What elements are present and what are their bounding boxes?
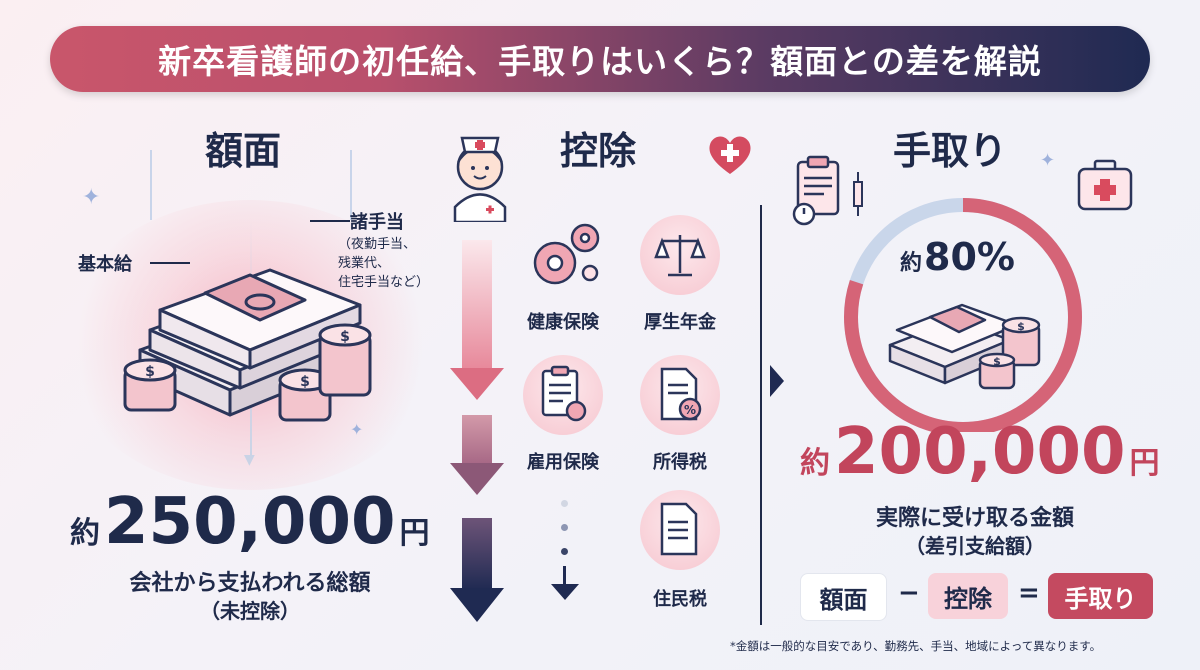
gross-caption: 会社から支払われる総額 — [129, 571, 371, 596]
leader-line — [310, 220, 350, 222]
flow-arrow-head — [450, 368, 504, 400]
net-heading: 手取り — [893, 129, 1008, 173]
net-ratio-ring — [844, 198, 1082, 432]
svg-text:$: $ — [993, 355, 1001, 368]
down-arrow-icon — [551, 584, 579, 600]
flow-arrow-head — [450, 588, 504, 622]
svg-text:%: % — [684, 403, 696, 417]
footnote: *金額は一般的な目安であり、勤務先、手当、地域によって異なります。 — [730, 639, 1102, 653]
equation-gross: 額面 — [800, 573, 887, 621]
svg-text:$: $ — [145, 364, 155, 380]
section-divider — [760, 205, 762, 625]
arrow-shaft — [563, 566, 566, 588]
flow-arrow-head — [450, 463, 504, 495]
medical-kit-icon — [1077, 159, 1133, 211]
sparkle-icon: ✦ — [82, 185, 101, 210]
flow-arrow-shaft — [462, 415, 492, 465]
decor-line — [350, 150, 352, 220]
gears-icon — [533, 223, 600, 285]
deduction-item-employment: 雇用保険 — [527, 452, 599, 473]
net-caption: 実際に受け取る金額 — [875, 506, 1074, 531]
gross-amount: 約 250,000 円 — [70, 485, 430, 559]
svg-text:$: $ — [1017, 320, 1025, 333]
dot — [561, 524, 568, 531]
flow-arrow-shaft — [462, 240, 492, 370]
svg-text:$: $ — [340, 329, 350, 345]
leader-line — [150, 262, 190, 264]
document-percent-icon: % — [660, 367, 702, 421]
clipboard-icon — [792, 155, 840, 226]
equation-deduction: 控除 — [928, 573, 1008, 619]
equation-equals: = — [1018, 578, 1040, 608]
net-caption-sub: （差引支給額） — [905, 534, 1045, 558]
allowance-note: （夜勤手当、 残業代、 住宅手当など） — [338, 237, 430, 290]
syringe-icon — [853, 172, 863, 216]
money-stack-icon: $ $ $ — [123, 268, 372, 422]
gross-heading: 額面 — [205, 129, 282, 173]
nurse-icon — [453, 136, 507, 222]
scales-icon — [654, 235, 706, 277]
money-stack-icon: $ $ — [888, 303, 1041, 390]
chevron-right-icon — [770, 365, 784, 397]
decor-line — [150, 150, 152, 220]
label-base-salary: 基本給 — [78, 254, 132, 275]
down-arrow-icon: ▼ — [244, 452, 255, 468]
equation-minus: − — [898, 578, 920, 608]
label-allowance: 諸手当 — [350, 212, 404, 233]
svg-text:$: $ — [300, 374, 310, 390]
sparkle-icon: ✦ — [1040, 150, 1056, 171]
sparkle-icon: ✦ — [350, 420, 364, 439]
heart-plus-icon — [709, 136, 751, 174]
deduction-item-pension: 厚生年金 — [644, 312, 716, 333]
net-percent: 約 80% — [900, 235, 1015, 279]
gross-caption-sub: （未控除） — [200, 599, 300, 623]
document-icon — [660, 502, 698, 556]
equation-net: 手取り — [1048, 573, 1153, 619]
deduction-item-health: 健康保険 — [527, 312, 599, 333]
net-ratio-arc — [844, 198, 1082, 432]
net-amount: 約 200,000 円 — [800, 415, 1160, 489]
page-title: 新卒看護師の初任給、手取りはいくら？額面との差を解説 — [158, 42, 1042, 81]
title-banner: 新卒看護師の初任給、手取りはいくら？額面との差を解説 — [50, 26, 1150, 92]
deduction-heading: 控除 — [560, 129, 637, 173]
document-check-icon — [541, 365, 587, 422]
dot — [561, 548, 568, 555]
deduction-item-income-tax: 所得税 — [653, 452, 707, 473]
dot — [561, 500, 568, 507]
flow-arrow-shaft — [462, 518, 492, 590]
deduction-item-resident-tax: 住民税 — [653, 589, 707, 610]
